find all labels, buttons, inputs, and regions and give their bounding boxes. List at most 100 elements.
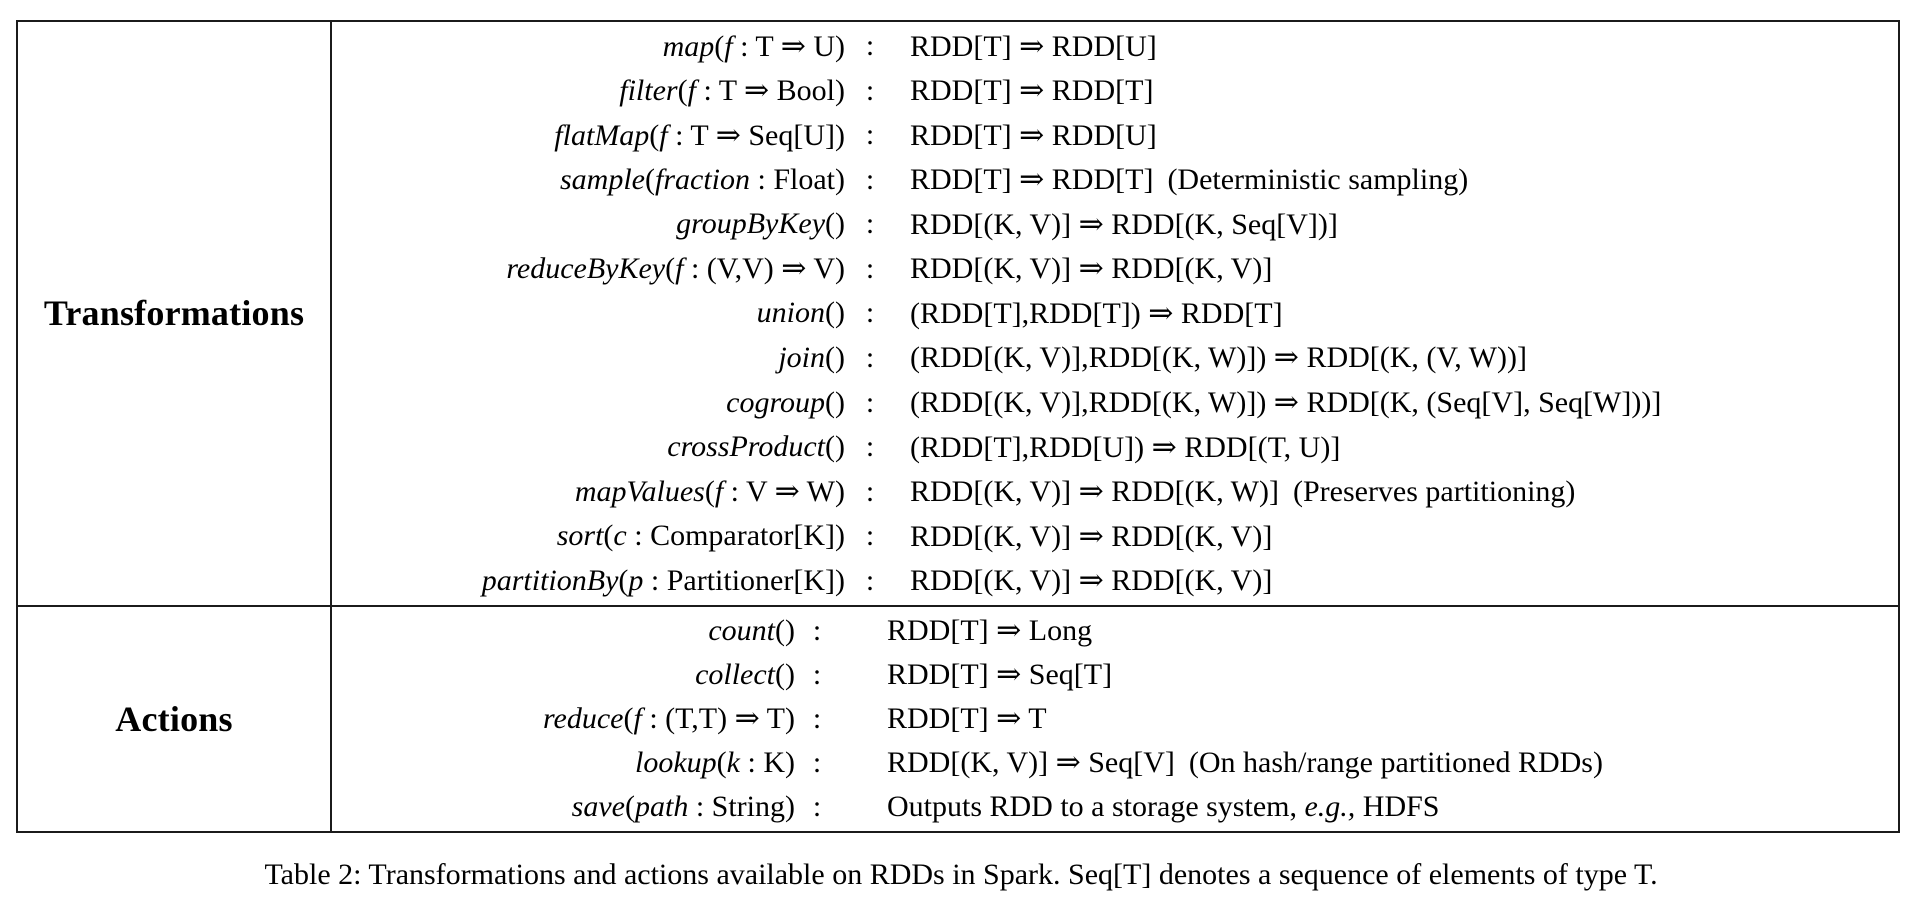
roman-text: () — [825, 430, 845, 464]
roman-text: : T ⇒ Bool) — [695, 74, 845, 108]
roman-text: (RDD[(K, V)],RDD[(K, W)]) ⇒ RDD[(K, (V, … — [910, 341, 1527, 375]
roman-text: : T ⇒ Seq[U]) — [667, 118, 845, 152]
roman-text: : T ⇒ U) — [732, 29, 845, 63]
operation-signature: groupByKey() — [332, 207, 845, 241]
operation-signature: sort(c : Comparator[K]) — [332, 519, 845, 553]
italic-text: reduce — [542, 702, 624, 736]
operation-type: Outputs RDD to a storage system, e.g., H… — [839, 790, 1898, 824]
italic-text: p — [628, 563, 644, 597]
roman-text: (RDD[T],RDD[T]) ⇒ RDD[T] — [910, 296, 1283, 330]
colon-separator: : — [865, 563, 875, 597]
italic-text: f — [633, 702, 642, 736]
roman-text: RDD[T] ⇒ RDD[T] — [910, 74, 1154, 108]
operation-row: sort(c : Comparator[K]): RDD[(K, V)] ⇒ RD… — [332, 514, 1898, 559]
colon-separator: : — [812, 613, 822, 647]
operation-signature: collect() — [332, 658, 795, 692]
operation-type: (RDD[(K, V)],RDD[(K, W)]) ⇒ RDD[(K, (V, … — [895, 340, 1898, 375]
roman-text: ( — [623, 702, 634, 736]
roman-text: : Partitioner[K]) — [643, 563, 845, 597]
operation-signature: count() — [332, 614, 795, 648]
italic-text: k — [726, 745, 740, 779]
operation-signature: cogroup() — [332, 386, 845, 420]
operation-row: reduceByKey(f : (V,V) ⇒ V):RDD[(K, V)] ⇒… — [332, 247, 1898, 292]
operation-signature: partitionBy(p : Partitioner[K]) — [332, 564, 845, 598]
italic-text: lookup — [635, 745, 717, 779]
italic-text: crossProduct — [667, 430, 826, 464]
roman-text: RDD[T] ⇒ Long — [887, 614, 1093, 648]
colon-separator: : — [865, 519, 875, 553]
roman-text: RDD[(K, V)] ⇒ RDD[(K, V)] — [910, 564, 1273, 598]
operation-signature: reduce(f : (T,T) ⇒ T) — [332, 701, 795, 736]
roman-text: : (T,T) ⇒ T) — [641, 702, 795, 736]
italic-text: partitionBy — [481, 563, 619, 597]
colon-separator: : — [865, 296, 875, 330]
colon-separator: : — [865, 251, 875, 285]
colon-separator: : — [812, 701, 822, 735]
italic-text: f — [724, 29, 733, 63]
colon-separator: : — [865, 29, 875, 63]
colon-separator: : — [865, 118, 875, 152]
operation-type: (RDD[T],RDD[T]) ⇒ RDD[T] — [895, 296, 1898, 331]
roman-text: : Float) — [750, 162, 846, 196]
roman-text: ( — [603, 519, 614, 553]
operation-row: filter(f : T ⇒ Bool):RDD[T] ⇒ RDD[T] — [332, 69, 1898, 114]
roman-text: ( — [714, 29, 725, 63]
italic-text: f — [687, 74, 696, 108]
roman-text: ( — [618, 563, 629, 597]
operation-signature: lookup(k : K) — [332, 746, 795, 780]
roman-text: () — [775, 613, 795, 647]
operation-type: RDD[T] ⇒ RDD[T](Deterministic sampling) — [895, 162, 1898, 197]
colon-separator: : — [865, 207, 875, 241]
operation-signature: mapValues(f : V ⇒ W) — [332, 474, 845, 509]
operation-row: join():(RDD[(K, V)],RDD[(K, W)]) ⇒ RDD[(… — [332, 336, 1898, 381]
roman-text: RDD[T] ⇒ RDD[T] — [910, 163, 1154, 197]
roman-text: ( — [645, 162, 655, 196]
operation-row: partitionBy(p : Partitioner[K]): RDD[(K, … — [332, 558, 1898, 603]
roman-text: RDD[(K, V)] ⇒ RDD[(K, W)] — [910, 475, 1279, 509]
operation-row: cogroup():(RDD[(K, V)],RDD[(K, W)]) ⇒ RD… — [332, 380, 1898, 425]
operation-signature: map(f : T ⇒ U) — [332, 29, 845, 64]
roman-text: () — [825, 340, 845, 374]
operation-type: RDD[(K, V)] ⇒ RDD[(K, Seq[V])] — [895, 207, 1898, 242]
roman-text: Outputs RDD to a storage system, — [887, 789, 1305, 823]
italic-text: sort — [556, 519, 604, 553]
colon-separator: : — [812, 789, 822, 823]
italic-text: map — [662, 29, 715, 63]
transformations-rows: map(f : T ⇒ U):RDD[T] ⇒ RDD[U]filter(f :… — [332, 22, 1898, 605]
italic-text: groupByKey — [676, 207, 826, 241]
italic-text: sample — [560, 162, 645, 196]
roman-text: : V ⇒ W) — [723, 475, 845, 509]
operation-type: RDD[(K, V)] ⇒ RDD[(K, V)] — [895, 519, 1898, 554]
italic-text: reduceByKey — [506, 252, 666, 286]
roman-text: : String) — [688, 789, 795, 823]
operation-type: RDD[T] ⇒ RDD[U] — [895, 29, 1898, 64]
operation-type: RDD[(K, V)] ⇒ RDD[(K, W)](Preserves part… — [895, 474, 1898, 509]
operation-type: RDD[T] ⇒ RDD[T] — [895, 73, 1898, 108]
italic-text: flatMap — [554, 118, 650, 152]
roman-text: ( — [677, 74, 688, 108]
operation-row: save(path : String):Outputs RDD to a sto… — [332, 785, 1898, 829]
operation-row: reduce(f : (T,T) ⇒ T):RDD[T] ⇒ T — [332, 697, 1898, 741]
operation-row: map(f : T ⇒ U): RDD[T] ⇒ RDD[U] — [332, 24, 1898, 69]
operation-signature: union() — [332, 296, 845, 330]
operation-signature: sample(fraction : Float) — [332, 163, 845, 197]
operation-type: (RDD[T],RDD[U]) ⇒ RDD[(T, U)] — [895, 430, 1898, 465]
roman-text: : (V,V) ⇒ V) — [683, 252, 845, 286]
roman-text: ( — [649, 118, 660, 152]
colon-separator: : — [865, 73, 875, 107]
operation-signature: flatMap(f : T ⇒ Seq[U]) — [332, 118, 845, 153]
actions-rows: count(): RDD[T] ⇒ Long collect(): RDD[T] ⇒ … — [332, 607, 1898, 831]
operation-type: RDD[(K, V)] ⇒ Seq[V](On hash/range parti… — [839, 745, 1898, 780]
operation-row: crossProduct():(RDD[T],RDD[U]) ⇒ RDD[(T,… — [332, 425, 1898, 470]
italic-text: fraction — [655, 162, 750, 196]
operation-signature: reduceByKey(f : (V,V) ⇒ V) — [332, 251, 845, 286]
operation-row: sample(fraction : Float):RDD[T] ⇒ RDD[T]… — [332, 158, 1898, 203]
roman-text: RDD[T] ⇒ Seq[T] — [887, 658, 1113, 692]
roman-text: RDD[T] ⇒ RDD[U] — [910, 29, 1157, 63]
roman-text: () — [825, 296, 845, 330]
italic-text: f — [714, 475, 724, 509]
roman-text: () — [775, 657, 795, 691]
colon-separator: : — [812, 745, 822, 779]
operation-signature: crossProduct() — [332, 430, 845, 464]
